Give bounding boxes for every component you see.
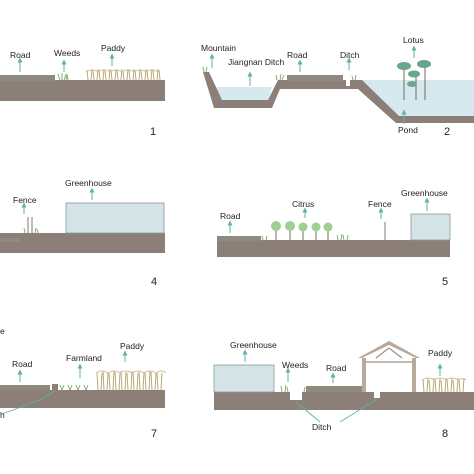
weeds-icon bbox=[261, 233, 349, 241]
panel-2: Mountain Jiangnan Ditch Road Ditch Lotus… bbox=[201, 35, 474, 138]
weeds-icon bbox=[202, 66, 357, 81]
ground-strip bbox=[217, 240, 450, 257]
ground-strip bbox=[0, 80, 165, 101]
panel-number: 1 bbox=[150, 126, 156, 138]
ditch-label: Ditch bbox=[312, 422, 332, 432]
paddy-field-icon bbox=[421, 377, 467, 393]
road-label: Road bbox=[10, 50, 31, 60]
paddy-label: Paddy bbox=[120, 341, 145, 351]
greenhouse bbox=[213, 364, 275, 393]
weeds-label: Weeds bbox=[54, 48, 80, 58]
panel-number: 8 bbox=[442, 428, 448, 440]
citrus-trees-icon bbox=[271, 221, 333, 240]
road-slab bbox=[217, 236, 261, 241]
partial-label-h: h bbox=[0, 410, 5, 420]
ground-strip bbox=[0, 233, 165, 253]
lotus-icon bbox=[397, 60, 431, 100]
farmland-crops-icon bbox=[59, 384, 89, 391]
greenhouse bbox=[410, 213, 451, 241]
lotus-label: Lotus bbox=[403, 35, 424, 45]
ditch-label: Ditch bbox=[340, 50, 360, 60]
road-slab bbox=[0, 238, 20, 242]
road-slab bbox=[287, 75, 343, 81]
greenhouse bbox=[65, 202, 165, 234]
paddy-field-icon bbox=[95, 370, 167, 391]
paddy-label: Paddy bbox=[101, 43, 126, 53]
panel-number: 5 bbox=[442, 276, 448, 288]
mountain-label: Mountain bbox=[201, 43, 236, 53]
partial-label-e: e bbox=[0, 326, 5, 336]
farmland-label: Farmland bbox=[66, 353, 102, 363]
panel-number: 7 bbox=[151, 428, 157, 440]
weeds-label: Weeds bbox=[282, 360, 308, 370]
pond-label: Pond bbox=[398, 125, 418, 135]
panel-5: Road Citrus Fence Greenhouse 5 bbox=[217, 188, 451, 288]
road-slab bbox=[0, 75, 55, 81]
fence-label: Fence bbox=[368, 199, 392, 209]
greenhouse-label: Greenhouse bbox=[401, 188, 448, 198]
panel-number: 4 bbox=[151, 276, 157, 288]
ditch-water bbox=[214, 87, 272, 101]
greenhouse-label: Greenhouse bbox=[65, 178, 112, 188]
greenhouse-label: Greenhouse bbox=[230, 340, 277, 350]
panel-8: Greenhouse Weeds Road Paddy Ditch 8 bbox=[213, 340, 474, 440]
ground-profile bbox=[214, 392, 474, 410]
weeds-icon bbox=[280, 384, 306, 393]
road-slab bbox=[0, 385, 50, 390]
jiangnan-ditch-label: Jiangnan Ditch bbox=[228, 57, 285, 67]
ditch-leader-line bbox=[1, 390, 56, 415]
panel-1: Road Weeds Paddy 1 bbox=[0, 43, 165, 138]
ditch-channel bbox=[346, 72, 350, 86]
paddy-label: Paddy bbox=[428, 348, 453, 358]
ditch-leader-line bbox=[295, 398, 378, 423]
panel-4: Fence Greenhouse 4 bbox=[0, 178, 165, 288]
ground-profile bbox=[203, 72, 474, 123]
road-label: Road bbox=[220, 211, 241, 221]
panel-7: e Road Farmland Paddy h 7 bbox=[0, 326, 167, 440]
road-label: Road bbox=[287, 50, 308, 60]
road-label: Road bbox=[12, 359, 33, 369]
paddy-field-icon bbox=[85, 68, 161, 81]
weeds-icon bbox=[23, 227, 39, 234]
panel-number: 2 bbox=[444, 126, 450, 138]
road-slab bbox=[306, 386, 366, 392]
gate-shelter-icon bbox=[358, 341, 420, 392]
citrus-label: Citrus bbox=[292, 199, 314, 209]
road-label: Road bbox=[326, 363, 347, 373]
weeds-icon bbox=[57, 73, 69, 81]
fence-label: Fence bbox=[13, 195, 37, 205]
